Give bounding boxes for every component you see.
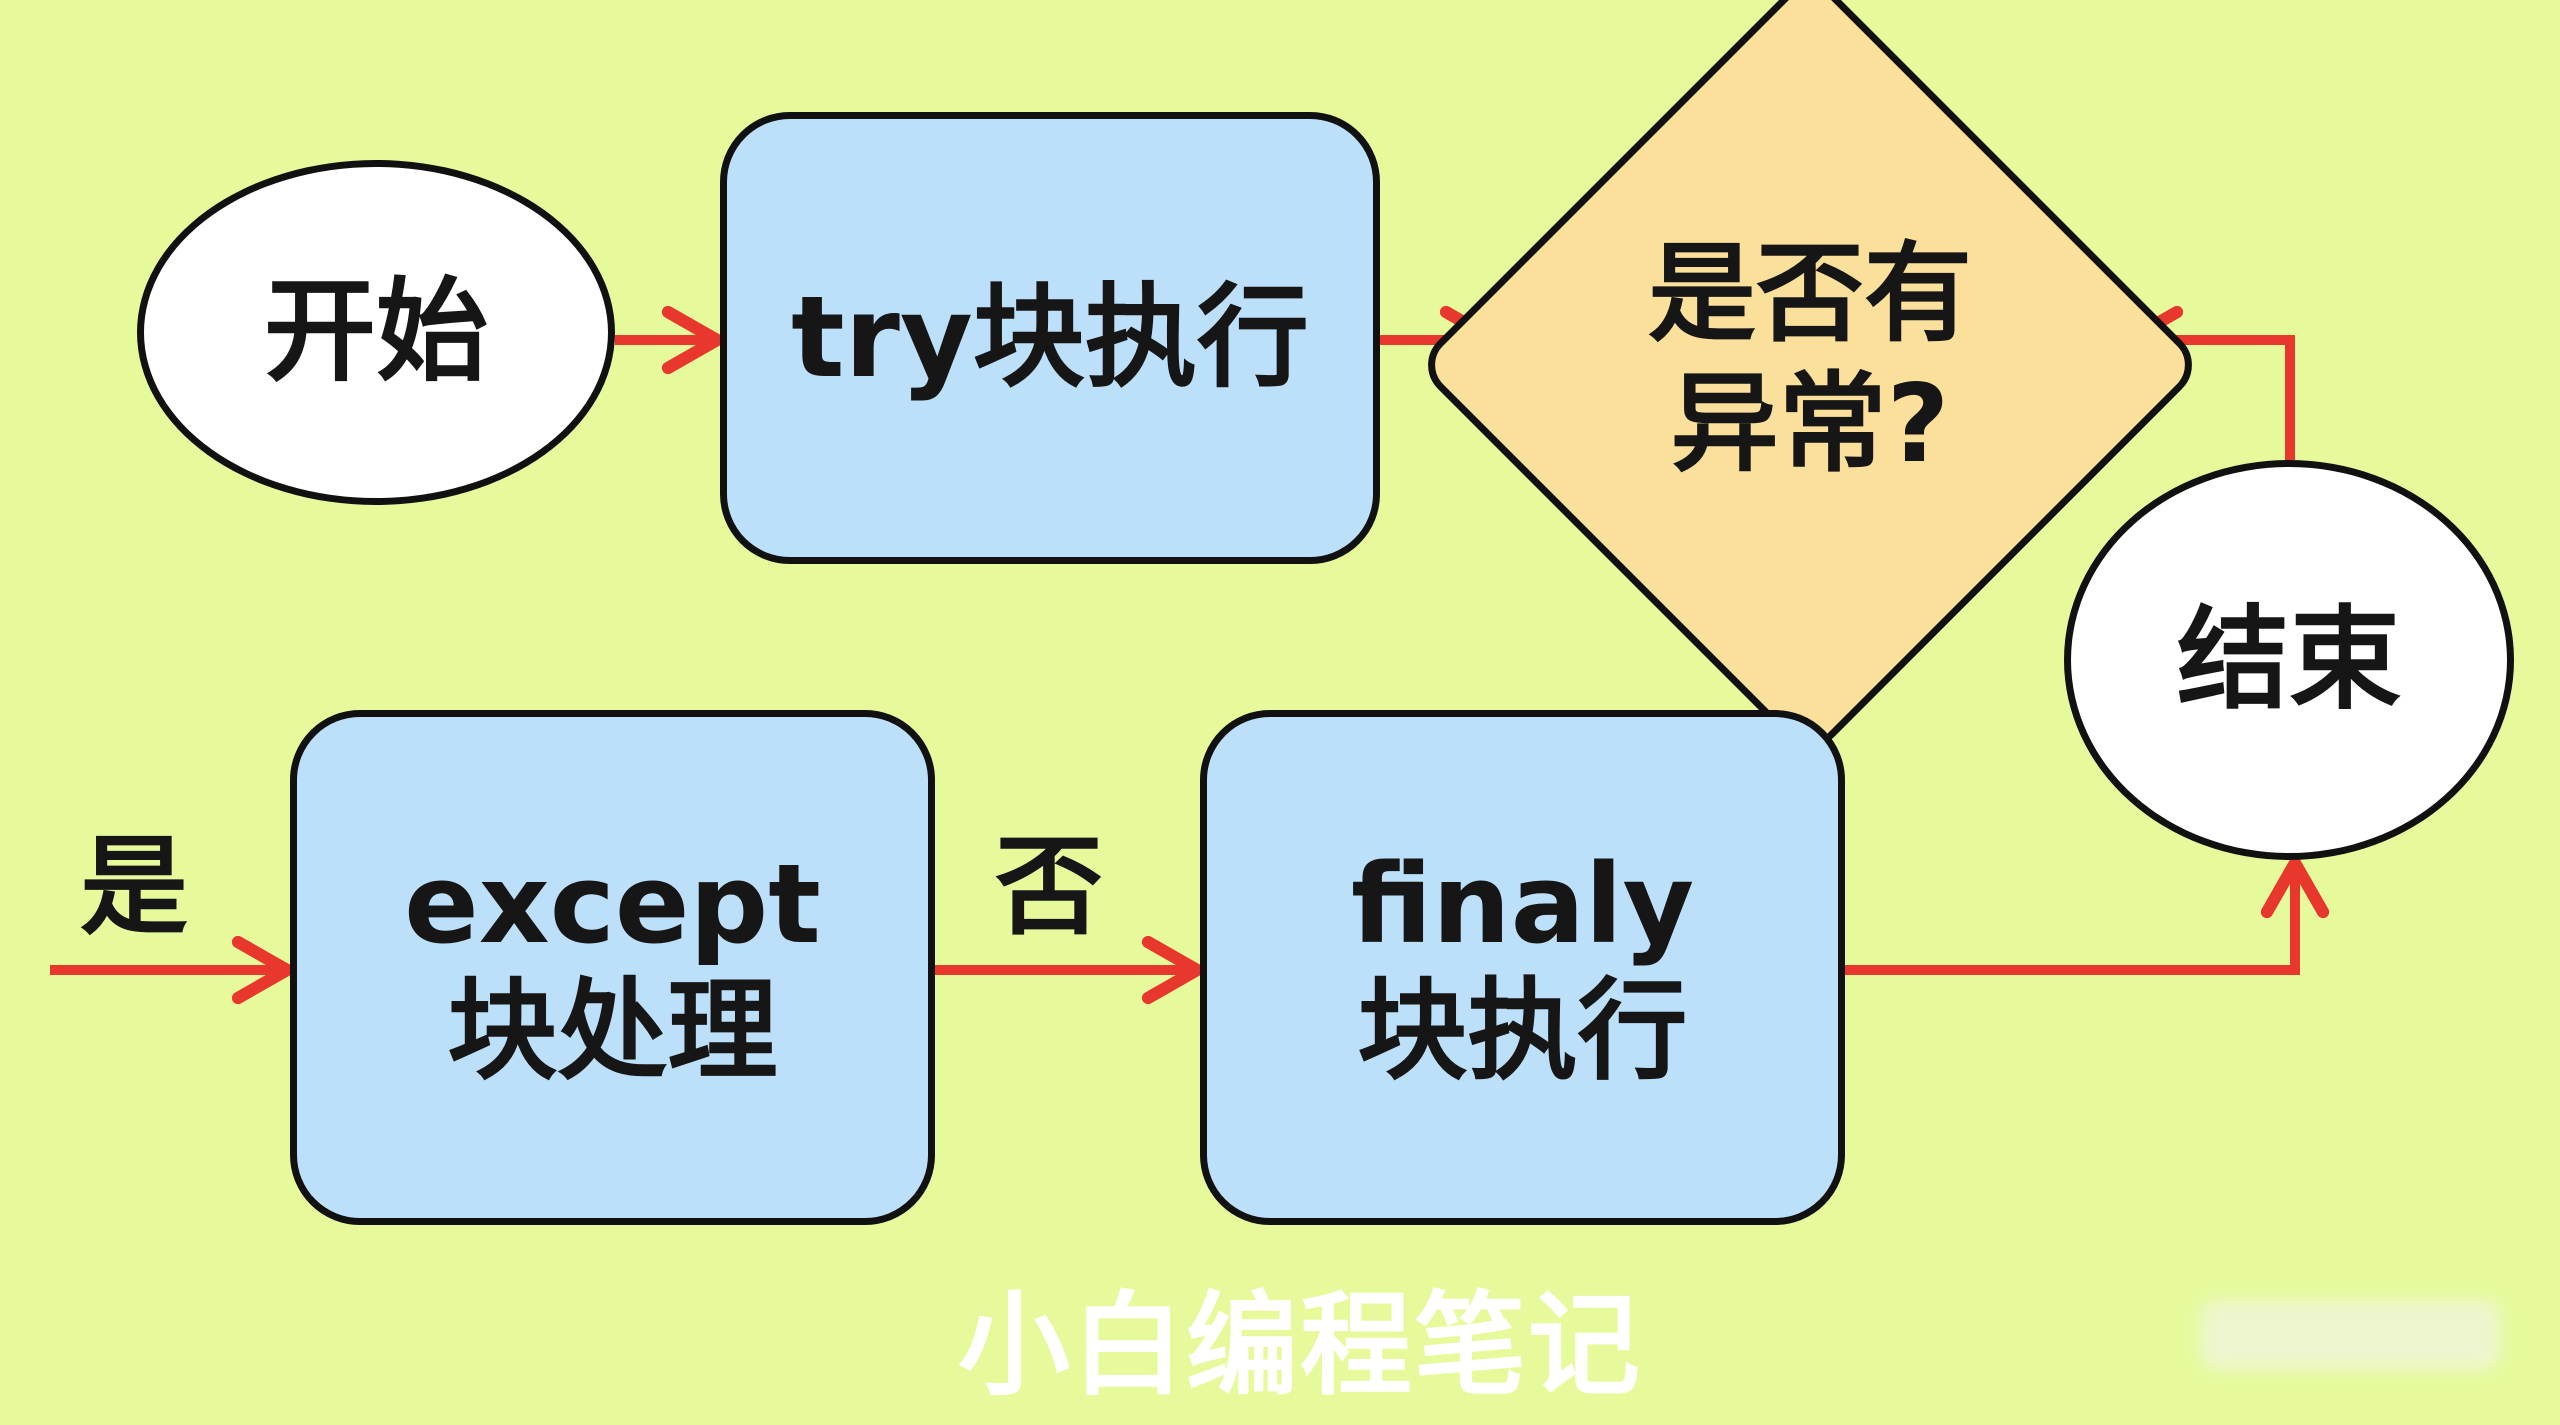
try-block-label: try块执行 [791, 272, 1309, 403]
except-label-line2: 块处理 [447, 966, 778, 1095]
try-block-node: try块执行 [720, 112, 1380, 564]
watermark-text: 小白编程笔记 [958, 1281, 1642, 1411]
decision-label-line1: 是否有 [1647, 232, 1972, 358]
finaly-label-line1: finaly [1350, 840, 1695, 968]
decision-label-line2: 异常? [1670, 362, 1950, 487]
edge-label-no: 否 [995, 825, 1104, 950]
blurred-watermark-patch [2200, 1300, 2500, 1370]
start-label: 开始 [264, 267, 488, 398]
start-node: 开始 [137, 160, 615, 505]
arrow-finaly-to-end [1845, 856, 2330, 975]
decision-label: 是否有 异常? [1550, 200, 2070, 520]
finaly-block-node: finaly 块执行 [1200, 710, 1845, 1225]
arrow-end-to-decision [2121, 305, 2295, 460]
except-label-line1: except [404, 840, 821, 968]
except-block-node: except 块处理 [290, 710, 935, 1225]
end-node: 结束 [2064, 460, 2514, 860]
end-label: 结束 [2177, 594, 2401, 725]
edge-label-yes: 是 [80, 825, 189, 950]
finaly-label-line2: 块执行 [1357, 966, 1688, 1095]
